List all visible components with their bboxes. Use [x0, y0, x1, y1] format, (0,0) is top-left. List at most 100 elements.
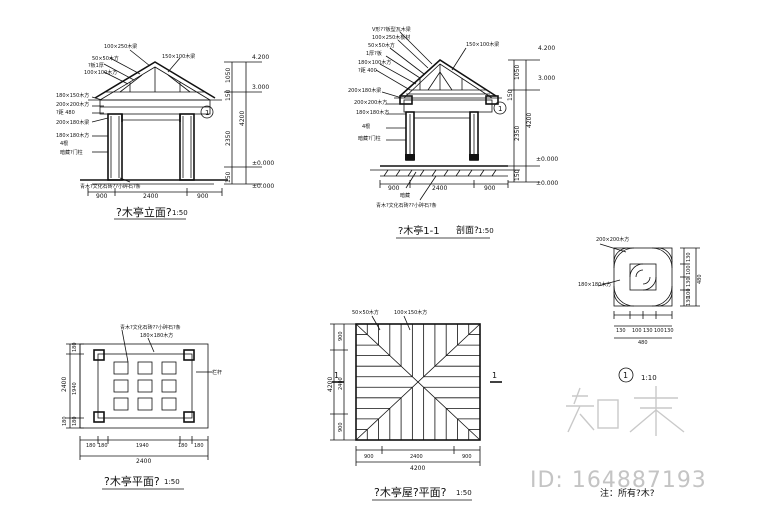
elevation-dim-1050: 1050 — [225, 68, 232, 83]
plan-floor-tiles — [113, 361, 177, 411]
elevation-level-markers — [224, 61, 262, 185]
section-dim-150: 150 — [507, 89, 514, 101]
detail-rdim-130c: 130 — [686, 296, 692, 306]
roof-plan-section-right: 1 — [492, 371, 497, 380]
elevation-label-180x150: 180×150木方 — [56, 92, 89, 99]
section-dim-150b: 150 — [514, 169, 521, 181]
plan-bdim-180c: 180 — [178, 443, 188, 449]
elevation-dim-4200: 4200 — [239, 111, 246, 126]
general-note: 注：所有?木? — [600, 487, 655, 499]
section-label-150x100: 150×100木梁 — [466, 41, 499, 48]
elevation-label-4pcs: 4根 — [60, 140, 68, 147]
roof-plan-label-board: 100×150木方 — [394, 309, 427, 316]
detail-dim-total: 480 — [638, 340, 648, 346]
detail-right-dims — [680, 247, 700, 307]
elevation-label-base: 青木?文化石砖??小碎石?条 — [80, 183, 141, 190]
section-level-markers — [508, 59, 540, 183]
roof-plan-ldim-2400: 2400 — [338, 377, 344, 390]
plan-scale: 1:50 — [164, 478, 180, 486]
section-label-50x50: 50×50木方 — [368, 42, 395, 49]
section-label-board: 1厚?板 — [366, 50, 382, 57]
detail-dim-100b: 100 — [654, 328, 664, 334]
roof-plan-section-left: 1 — [334, 371, 339, 380]
detail-dim-130c: 130 — [664, 328, 674, 334]
elevation-bottom-dimensions — [87, 188, 223, 196]
section-title-suffix: 剖面? — [456, 224, 479, 236]
elevation-dim-2350: 2350 — [225, 131, 232, 146]
plan-label-base: 青木?文化石砖??小碎石?条 — [120, 324, 181, 331]
plan-bottom-dims — [79, 436, 209, 460]
roof-plan-label-purlin: 50×50木方 — [352, 309, 379, 316]
section-scale: 1:50 — [478, 227, 494, 235]
elevation-label-200x180: 200×180木梁 — [56, 119, 89, 126]
section-dim-900-right: 900 — [484, 185, 496, 192]
elevation-level-floor: ±0.000 — [252, 160, 274, 167]
section-roof-truss — [406, 64, 490, 95]
plan-ldim-2400: 2400 — [61, 377, 68, 392]
elevation-label-200x200: 200×200木方 — [56, 101, 89, 108]
section-leaders — [375, 31, 467, 201]
elevation-callout-circle — [200, 105, 214, 119]
section-title: ?木亭1-1 — [398, 224, 440, 237]
roof-plan-bdim-900a: 900 — [364, 454, 374, 460]
roof-plan-drawing: 1 1 900 4200 2400 900 900 2400 900 4200 … — [327, 309, 502, 501]
section-dim-4200: 4200 — [526, 113, 533, 128]
section-level-ground: ±0.000 — [536, 180, 558, 187]
roof-plan-bdim-2400: 2400 — [410, 454, 423, 460]
section-level-eave: 3.000 — [538, 75, 555, 82]
section-label-180x180: 180×180木方 — [356, 109, 389, 116]
plan-ldim-180b: 180 — [72, 416, 78, 426]
plan-corner-posts — [93, 349, 195, 423]
detail-outer-square — [613, 247, 673, 307]
plan-drawing: 180 2400 180 1940 180 180 180 1940 180 1… — [61, 324, 222, 490]
plan-ldim-180a: 180 — [72, 342, 78, 352]
plan-outer-outline — [79, 343, 209, 429]
section-callout-text: 1 — [498, 105, 502, 113]
elevation-dim-150: 150 — [225, 89, 232, 101]
plan-bdim-180d: 180 — [194, 443, 204, 449]
watermark-logo — [566, 386, 685, 436]
elevation-dim-900-right: 900 — [197, 193, 209, 200]
section-roof-outline — [399, 58, 497, 97]
section-label-4pcs: 4根 — [362, 123, 370, 130]
plan-ldim-1940: 1940 — [72, 382, 78, 395]
roof-plan-ldim-900a: 900 — [338, 331, 344, 341]
section-label-vboard: V形??板型瓦木梁 — [372, 26, 411, 33]
detail-callout-text: 1 — [623, 371, 628, 380]
detail-scale: 1:10 — [641, 374, 657, 382]
joint-detail-drawing: 130 100 130 100 130 480 130 100 130 100 … — [578, 236, 703, 383]
section-dim-900-left: 900 — [388, 185, 400, 192]
plan-bdim-180a: 180 — [86, 443, 96, 449]
plan-left-dims — [66, 343, 84, 429]
elevation-label-spacing: ?距 480 — [56, 110, 75, 116]
section-callout-circle — [493, 101, 507, 115]
detail-dim-130b: 130 — [643, 328, 653, 334]
detail-dim-100a: 100 — [632, 328, 642, 334]
roof-plan-bdim-900b: 900 — [462, 454, 472, 460]
plan-title: ?木亭平面? — [104, 474, 160, 488]
elevation-roof-outline — [94, 61, 216, 99]
detail-callout-circle — [618, 367, 634, 383]
section-bottom-dimensions — [379, 180, 509, 188]
plan-bdim-180b: 180 — [98, 443, 108, 449]
elevation-dim-150b: 150 — [225, 171, 232, 183]
section-label-base: 青木?文化石砖??小碎石?条 — [376, 202, 437, 209]
section-label-hidden: 暗藏 — [400, 192, 410, 199]
section-label-200x200: 200×200木方 — [354, 99, 387, 106]
elevation-label-hidden-col: 暗藏?门柱 — [60, 149, 83, 156]
detail-label-180x180: 180×180木方 — [578, 281, 611, 288]
elevation-label-rafter: 100×250木梁 — [104, 43, 137, 50]
detail-dim-130a: 130 — [616, 328, 626, 334]
elevation-level-ground: ±0.000 — [252, 183, 274, 190]
detail-rdim-130a: 130 — [686, 252, 692, 262]
section-dim-2350: 2350 — [514, 126, 521, 141]
section-level-floor: ±0.000 — [536, 156, 558, 163]
elevation-drawing: 4.200 3.000 ±0.000 ±0.000 1050 150 2350 … — [56, 43, 274, 220]
section-lintel — [403, 99, 493, 113]
detail-rdim-130b: 130 — [686, 277, 692, 287]
section-floor — [370, 165, 520, 177]
elevation-label-180x180: 180×180木方 — [56, 132, 89, 139]
watermark-id: ID: 164887193 — [530, 468, 707, 493]
plan-ldim-180c: 180 — [62, 416, 68, 426]
